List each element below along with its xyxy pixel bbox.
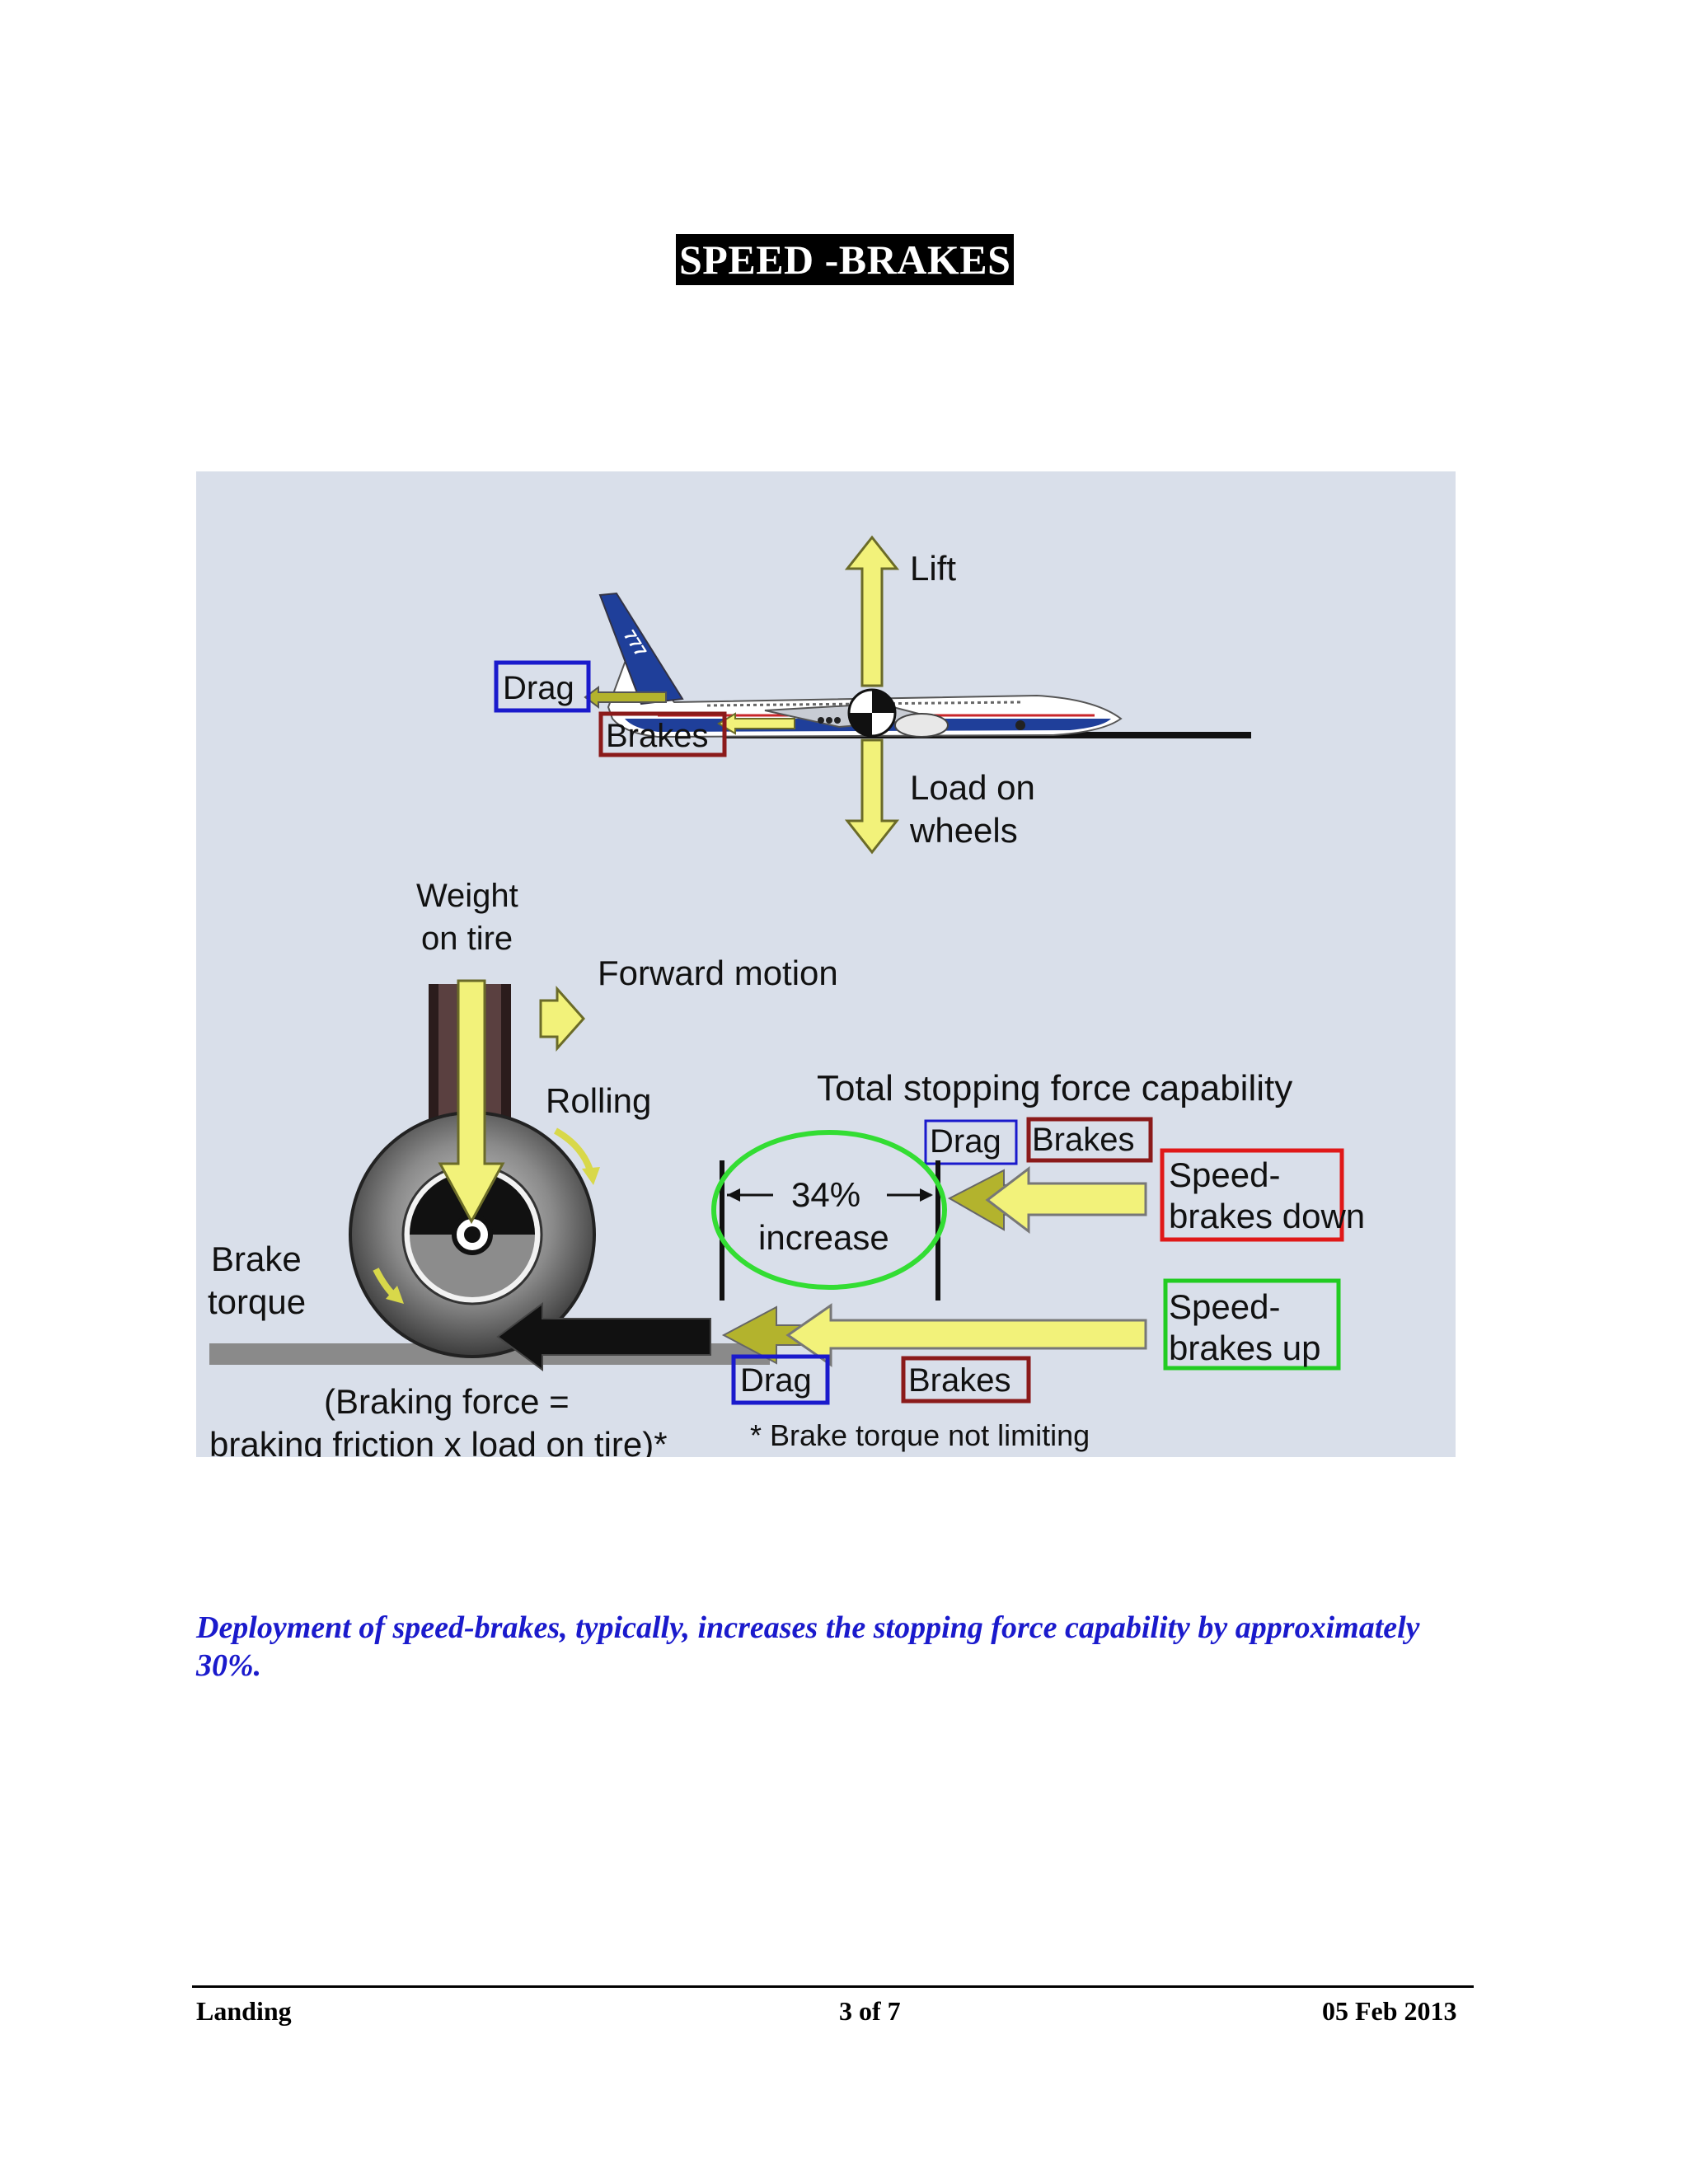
- aircraft-tail: [598, 592, 684, 705]
- weight-on-tire-label-line1: Weight: [416, 878, 518, 914]
- total-stopping-force-heading: Total stopping force capability: [817, 1068, 1292, 1108]
- weight-on-tire-label-line2: on tire: [421, 921, 513, 957]
- braking-force-arrow: [496, 1302, 711, 1371]
- forward-motion-arrow: [539, 986, 586, 1052]
- rolling-direction-arrow: [553, 1127, 593, 1172]
- braking-force-label-line1: (Braking force =: [324, 1382, 570, 1421]
- aircraft-drag-label: Drag: [503, 670, 574, 706]
- speedbrakes-up-box: [1163, 1278, 1341, 1371]
- load-on-wheels-label-line1: Load on: [910, 768, 1035, 807]
- brakes-top-label: Brakes: [1032, 1122, 1135, 1158]
- brake-torque-label-line1: Brake: [211, 1240, 302, 1278]
- aircraft-brakes-box: [598, 711, 727, 757]
- increase-ellipse: [711, 1130, 947, 1290]
- speedbrakes-down-brakes-arrow: [985, 1165, 1147, 1235]
- speedbrakes-down-label-line1: Speed-: [1169, 1155, 1280, 1194]
- forward-motion-label: Forward motion: [598, 954, 838, 992]
- load-on-wheels-label-line2: wheels: [909, 811, 1018, 850]
- aircraft-brakes-label: Brakes: [606, 718, 709, 754]
- speedbrakes-up-label-line1: Speed-: [1169, 1287, 1280, 1326]
- brakes-bottom-box: [901, 1356, 1031, 1404]
- speed-brakes-diagram: 777 Lift Load on wheels Drag Brakes Weig…: [196, 471, 1456, 1457]
- brake-torque-label-line2: torque: [208, 1282, 306, 1321]
- drag-top-label: Drag: [930, 1123, 1001, 1160]
- footer-rule: [192, 1985, 1474, 1988]
- aircraft-brakes-arrow: [717, 712, 795, 735]
- footer-section-name: Landing: [196, 1996, 292, 2026]
- lift-label: Lift: [910, 549, 956, 588]
- brakes-bottom-label: Brakes: [908, 1362, 1011, 1399]
- speedbrakes-up-brakes-arrow: [785, 1303, 1147, 1367]
- footnote-label: * Brake torque not limiting: [750, 1418, 1090, 1452]
- page-title: SPEED -BRAKES: [676, 234, 1015, 285]
- speedbrakes-down-box: [1160, 1148, 1344, 1242]
- caption-text: Deployment of speed-brakes, typically, i…: [196, 1610, 1420, 1683]
- lift-arrow: [844, 535, 900, 687]
- speedbrakes-down-label-line2: brakes down: [1169, 1197, 1365, 1235]
- speedbrakes-up-label-line2: brakes up: [1169, 1329, 1320, 1367]
- increase-label: increase: [758, 1218, 889, 1257]
- braking-force-label-line2: braking friction x load on tire)*: [209, 1425, 668, 1457]
- weight-on-tire-arrow: [438, 979, 505, 1225]
- footer-page-number: 3 of 7: [839, 1996, 901, 2026]
- drag-bottom-label: Drag: [740, 1362, 812, 1399]
- footer-date: 05 Feb 2013: [1322, 1996, 1457, 2026]
- increase-value: 34%: [791, 1175, 860, 1214]
- rolling-label: Rolling: [546, 1081, 651, 1120]
- brakes-top-box: [1026, 1117, 1153, 1163]
- drag-top-box: [924, 1119, 1018, 1165]
- aircraft-drag-box: [494, 660, 591, 713]
- load-on-wheels-arrow: [844, 738, 900, 855]
- drag-bottom-box: [731, 1354, 830, 1405]
- increase-bar-left: [720, 1160, 724, 1301]
- aircraft-drag-arrow: [584, 686, 667, 709]
- center-of-gravity-icon: [847, 688, 897, 738]
